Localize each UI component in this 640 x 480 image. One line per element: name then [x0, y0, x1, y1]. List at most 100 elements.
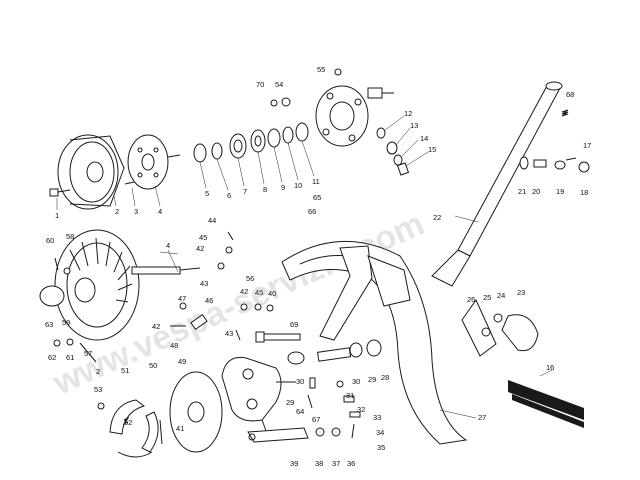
callout-4: 4: [158, 207, 162, 216]
callout-6: 6: [227, 191, 231, 200]
callout-55: 55: [317, 65, 325, 74]
callout-15: 15: [428, 145, 436, 154]
callout-16: 16: [546, 363, 554, 372]
callout-12: 12: [404, 109, 412, 118]
callout-40: 40: [268, 289, 276, 298]
callout-4-middle: 4: [166, 241, 170, 250]
callout-8: 8: [263, 185, 267, 194]
brake-shoes: [109, 399, 159, 458]
shaft: [131, 266, 201, 275]
callout-64: 64: [296, 407, 304, 416]
callout-60: 60: [46, 236, 54, 245]
callout-26: 26: [467, 295, 475, 304]
cap-nut: [39, 285, 65, 307]
nut-lower: [53, 339, 61, 347]
steering-tube: [431, 81, 563, 287]
callout-45-lower: 45: [255, 288, 263, 297]
callout-2: 2: [115, 207, 119, 216]
brake-pin: [159, 419, 163, 445]
callout-30-right: 30: [352, 377, 360, 386]
fork-bearings: [287, 339, 382, 365]
callout-48: 48: [170, 341, 178, 350]
brake-hub-plate: [127, 134, 169, 190]
callout-63: 63: [45, 320, 53, 329]
brake-plate: [169, 371, 223, 453]
decal-stripe: [508, 380, 584, 428]
grease-nipple: [63, 267, 71, 275]
callout-24: 24: [497, 291, 505, 300]
callout-10: 10: [294, 181, 302, 190]
brake-linkage: [247, 427, 309, 443]
small-parts-upper: [376, 127, 410, 176]
brake-body: [221, 356, 296, 437]
nut: [281, 97, 291, 107]
callout-30-left: 30: [296, 377, 304, 386]
damper-mount: [461, 298, 539, 357]
callout-46: 46: [205, 296, 213, 305]
callout-36: 36: [347, 459, 355, 468]
long-bolt: [255, 331, 301, 343]
callout-35: 35: [377, 443, 385, 452]
callout-labels: 1 2 3 4 5 6 7 8 9 10 11 12 13 14 15 16 1…: [45, 65, 591, 468]
callout-29-right: 29: [368, 375, 376, 384]
callout-2-lower: 2: [96, 367, 100, 376]
callout-31: 31: [346, 391, 354, 400]
callout-18: 18: [580, 188, 588, 197]
callout-54: 54: [275, 80, 283, 89]
callout-11: 11: [312, 177, 320, 186]
washer-lower: [66, 338, 74, 346]
small-parts-middle: [170, 231, 274, 341]
callout-19: 19: [556, 187, 564, 196]
callout-33: 33: [373, 413, 381, 422]
front-fork: [317, 245, 411, 362]
callout-53: 53: [94, 385, 102, 394]
callout-28: 28: [381, 373, 389, 382]
callout-39: 39: [290, 459, 298, 468]
callout-42-upper: 42: [196, 244, 204, 253]
callout-59: 59: [62, 318, 70, 327]
callout-43-upper: 43: [200, 279, 208, 288]
callout-32: 32: [357, 405, 365, 414]
callout-66: 66: [308, 207, 316, 216]
callout-37: 37: [332, 459, 340, 468]
callout-62: 62: [48, 353, 56, 362]
spring: [561, 109, 569, 117]
brake-washer: [97, 402, 105, 410]
callout-42-middle: 42: [240, 287, 248, 296]
callout-45-upper: 45: [199, 233, 207, 242]
washer: [270, 99, 278, 107]
leader-lines: [56, 115, 553, 419]
callout-58: 58: [66, 232, 74, 241]
bearing-row: [193, 122, 309, 163]
callout-38: 38: [315, 459, 323, 468]
callout-68: 68: [566, 90, 574, 99]
wheel-hub: [315, 85, 394, 147]
callout-34: 34: [376, 428, 384, 437]
callout-23: 23: [517, 288, 525, 297]
callout-69: 69: [290, 320, 298, 329]
finned-hub: [54, 229, 140, 341]
callout-27: 27: [478, 413, 486, 422]
drum-bolt: [49, 188, 71, 197]
callout-7: 7: [243, 187, 247, 196]
callout-9: 9: [281, 183, 285, 192]
brake-drum: [57, 134, 125, 210]
callout-47: 47: [178, 294, 186, 303]
callout-20: 20: [532, 187, 540, 196]
callout-57: 57: [84, 349, 92, 358]
callout-42-lower: 42: [152, 322, 160, 331]
callout-17: 17: [583, 141, 591, 150]
callout-70: 70: [256, 80, 264, 89]
callout-52: 52: [124, 418, 132, 427]
callout-14: 14: [420, 134, 428, 143]
callout-49: 49: [178, 357, 186, 366]
callout-13: 13: [410, 121, 418, 130]
callout-65: 65: [313, 193, 321, 202]
callout-56: 56: [246, 274, 254, 283]
callout-21: 21: [518, 187, 526, 196]
callout-25: 25: [483, 293, 491, 302]
callout-51: 51: [121, 366, 129, 375]
lower-small-parts: [307, 377, 361, 439]
callout-61: 61: [66, 353, 74, 362]
